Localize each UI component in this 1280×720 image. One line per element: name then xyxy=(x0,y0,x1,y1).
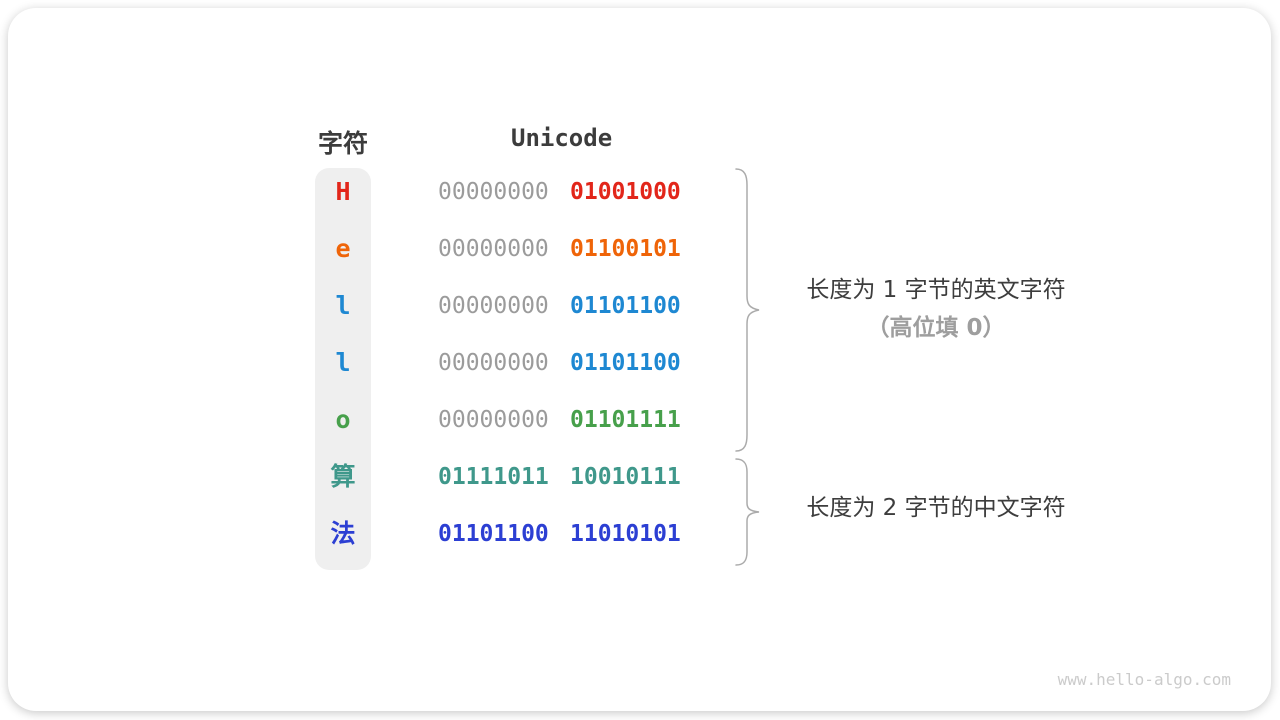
character-cell: l xyxy=(335,291,351,320)
watermark-url: www.hello-algo.com xyxy=(1057,670,1231,689)
unicode-byte-low: 11010101 xyxy=(570,521,681,547)
column-header-character: 字符 xyxy=(317,129,368,158)
character-cell: l xyxy=(335,348,351,377)
table-row: o 00000000 01101111 xyxy=(8,405,1280,435)
annotation-chinese-line1: 长度为 2 字节的中文字符 xyxy=(806,495,1066,521)
table-row: e 00000000 01100101 xyxy=(8,234,1280,264)
unicode-byte-high: 00000000 xyxy=(438,236,549,262)
table-row: l 00000000 01101100 xyxy=(8,348,1280,378)
character-cell: 算 xyxy=(330,462,356,491)
character-cell: H xyxy=(335,177,351,206)
annotation-english-line2: （高位填 0） xyxy=(866,315,1006,341)
unicode-byte-low: 01101111 xyxy=(570,407,681,433)
table-row: 法 01101100 11010101 xyxy=(8,519,1280,549)
character-cell: e xyxy=(335,234,351,263)
annotation-english-line1: 长度为 1 字节的英文字符 xyxy=(806,277,1066,303)
unicode-byte-high: 01101100 xyxy=(438,521,549,547)
character-column-background xyxy=(315,168,371,570)
table-row: l 00000000 01101100 xyxy=(8,291,1280,321)
unicode-byte-low: 01100101 xyxy=(570,236,681,262)
character-cell: 法 xyxy=(330,519,356,548)
unicode-byte-low: 01101100 xyxy=(570,293,681,319)
figure-card: 字符 Unicode H 00000000 01001000 e 0000000… xyxy=(8,8,1271,711)
unicode-byte-high: 01111011 xyxy=(438,464,549,490)
unicode-byte-high: 00000000 xyxy=(438,293,549,319)
brace-chinese-group xyxy=(735,458,760,566)
unicode-byte-low: 01001000 xyxy=(570,179,681,205)
unicode-byte-high: 00000000 xyxy=(438,179,549,205)
table-row: H 00000000 01001000 xyxy=(8,177,1280,207)
column-header-unicode: Unicode xyxy=(511,124,613,152)
table-row: 算 01111011 10010111 xyxy=(8,462,1280,492)
brace-english-group xyxy=(735,168,760,452)
unicode-byte-high: 00000000 xyxy=(438,350,549,376)
unicode-byte-high: 00000000 xyxy=(438,407,549,433)
unicode-byte-low: 01101100 xyxy=(570,350,681,376)
character-cell: o xyxy=(335,405,351,434)
unicode-byte-low: 10010111 xyxy=(570,464,681,490)
